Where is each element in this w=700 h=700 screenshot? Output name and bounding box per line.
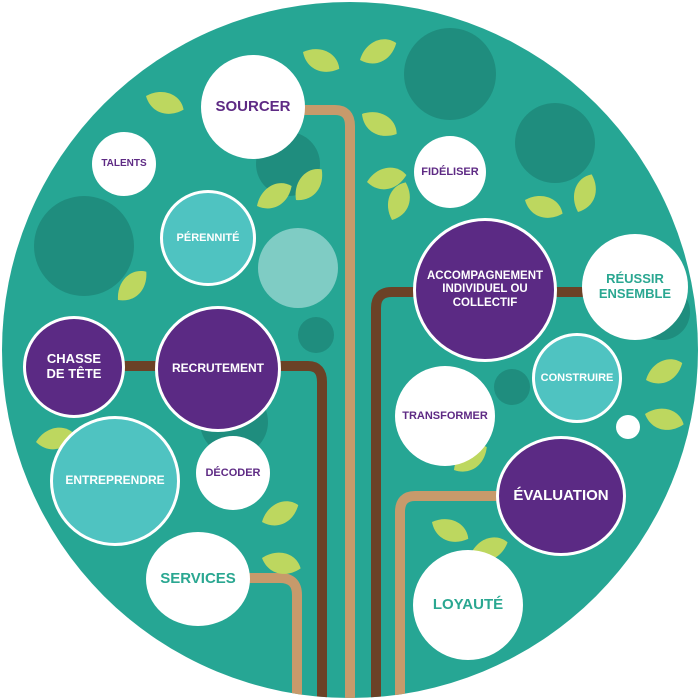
branch-services	[240, 573, 302, 698]
leaf	[432, 519, 469, 542]
bubble-services: SERVICES	[146, 532, 250, 626]
bubble-construire: CONSTRUIRE	[532, 333, 622, 423]
label-talents: TALENTS	[101, 158, 147, 170]
bubble-perennite: PÉRENNITÉ	[160, 190, 256, 286]
bubble-evaluation: ÉVALUATION	[496, 436, 626, 556]
leaf	[360, 39, 397, 64]
leaf	[117, 270, 147, 301]
label-fideliser: FIDÉLISER	[421, 165, 479, 178]
label-sourcer: SOURCER	[215, 98, 291, 116]
branch-sourcer	[300, 105, 355, 698]
leaf	[646, 359, 683, 384]
decor-circle	[298, 317, 334, 353]
bubble-recrutement: RECRUTEMENT	[155, 306, 281, 432]
leaf	[303, 49, 340, 72]
branch-accompagnement	[371, 287, 420, 698]
bubble-fideliser: FIDÉLISER	[414, 136, 486, 208]
bubble-decoder: DÉCODER	[196, 436, 270, 510]
branch-evaluation	[395, 491, 505, 698]
leaf	[362, 112, 397, 136]
leaf	[388, 182, 410, 220]
leaf	[367, 167, 407, 190]
leaf	[645, 408, 684, 430]
label-entreprendre: ENTREPRENDRE	[65, 473, 165, 488]
bubble-loyaute: LOYAUTÉ	[413, 550, 523, 660]
branch-recrutement	[120, 361, 327, 698]
decor-circle	[34, 196, 134, 296]
label-chasse-de-tete: CHASSE DE TÊTE	[46, 351, 102, 381]
label-accompagnement: ACCOMPAGNEMENT INDIVIDUEL OU COLLECTIF	[426, 270, 544, 309]
decor-circle	[494, 369, 530, 405]
bubble-chasse-de-tete: CHASSE DE TÊTE	[23, 316, 125, 418]
decor-circle	[258, 228, 338, 308]
leaf	[146, 92, 184, 114]
decor-circle	[515, 103, 595, 183]
bubble-accompagnement: ACCOMPAGNEMENT INDIVIDUEL OU COLLECTIF	[413, 218, 557, 362]
decor-circle	[404, 28, 496, 120]
leaf	[257, 183, 292, 209]
decor-dot	[616, 415, 640, 439]
leaf	[262, 552, 301, 574]
bubble-transformer: TRANSFORMER	[395, 366, 495, 466]
label-loyaute: LOYAUTÉ	[432, 596, 504, 614]
label-evaluation: ÉVALUATION	[513, 487, 609, 505]
leaf	[525, 196, 563, 218]
leaf	[295, 169, 323, 201]
label-construire: CONSTRUIRE	[540, 371, 614, 384]
label-services: SERVICES	[160, 570, 236, 588]
bubble-talents: TALENTS	[92, 132, 156, 196]
label-reussir-ensemble: RÉUSSIR ENSEMBLE	[598, 271, 672, 301]
bubble-entreprendre: ENTREPRENDRE	[50, 416, 180, 546]
label-recrutement: RECRUTEMENT	[172, 361, 264, 376]
label-transformer: TRANSFORMER	[402, 409, 488, 422]
label-perennite: PÉRENNITÉ	[176, 231, 240, 244]
label-decoder: DÉCODER	[205, 466, 261, 479]
bubble-sourcer: SOURCER	[201, 55, 305, 159]
leaf	[574, 174, 596, 212]
bubble-reussir-ensemble: RÉUSSIR ENSEMBLE	[582, 234, 688, 340]
leaf	[262, 501, 299, 526]
